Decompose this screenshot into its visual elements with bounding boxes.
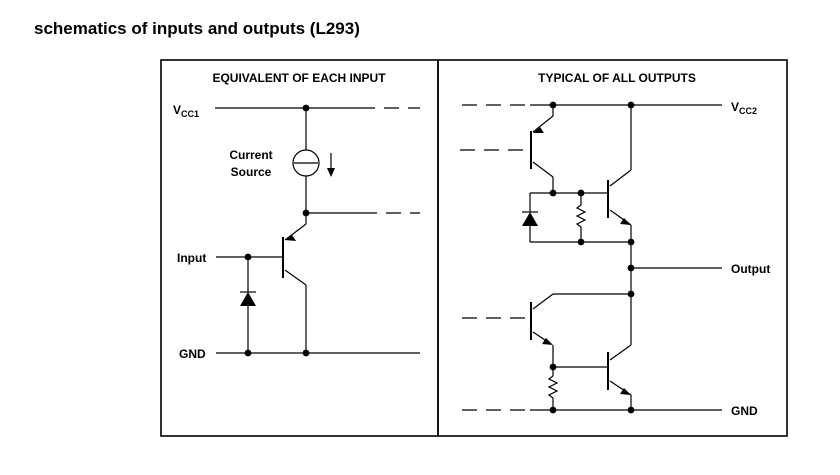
upper-clamp-diode xyxy=(522,193,631,243)
output-panel-frame xyxy=(437,59,788,437)
vcc2-main: V xyxy=(731,100,739,114)
input-label: Input xyxy=(177,251,206,265)
vcc1-label: VCC1 xyxy=(173,103,199,119)
upper-bias-resistor xyxy=(575,193,587,242)
vcc1-subscript: CC1 xyxy=(181,109,199,119)
input-panel-frame xyxy=(160,59,439,437)
gnd-junction-diode xyxy=(244,349,252,357)
gnd-junction-collector xyxy=(302,349,310,357)
gnd-junction-right xyxy=(627,406,635,414)
page-title: schematics of inputs and outputs (L293) xyxy=(34,19,360,38)
current-source-symbol xyxy=(292,149,320,177)
input-pnp-transistor xyxy=(282,213,307,353)
current-source-label-line2: Source xyxy=(231,165,272,179)
upper-emitter-junction xyxy=(627,238,635,246)
vcc2-label: VCC2 xyxy=(731,100,757,116)
upper-node-junction-1 xyxy=(549,189,557,197)
lower-bias-resistor xyxy=(547,367,559,410)
lower-npn-driver-transistor xyxy=(530,293,554,367)
current-source-label-line1: Current xyxy=(229,148,272,162)
output-panel-header: TYPICAL OF ALL OUTPUTS xyxy=(538,71,696,85)
vcc1-main: V xyxy=(173,103,181,117)
lower-npn-output-transistor xyxy=(607,294,632,410)
vcc2-subscript: CC2 xyxy=(739,106,757,116)
input-gnd-label: GND xyxy=(179,347,206,361)
upper-npn-output-transistor xyxy=(607,105,632,294)
output-label: Output xyxy=(731,262,770,276)
output-gnd-label: GND xyxy=(731,404,758,418)
input-panel-header: EQUIVALENT OF EACH INPUT xyxy=(212,71,386,85)
current-direction-arrow-icon xyxy=(327,153,335,177)
input-protection-diode xyxy=(240,257,256,353)
upper-resistor-junction xyxy=(577,238,585,246)
upper-pnp-transistor xyxy=(530,105,554,193)
gnd-junction-left xyxy=(549,406,557,414)
